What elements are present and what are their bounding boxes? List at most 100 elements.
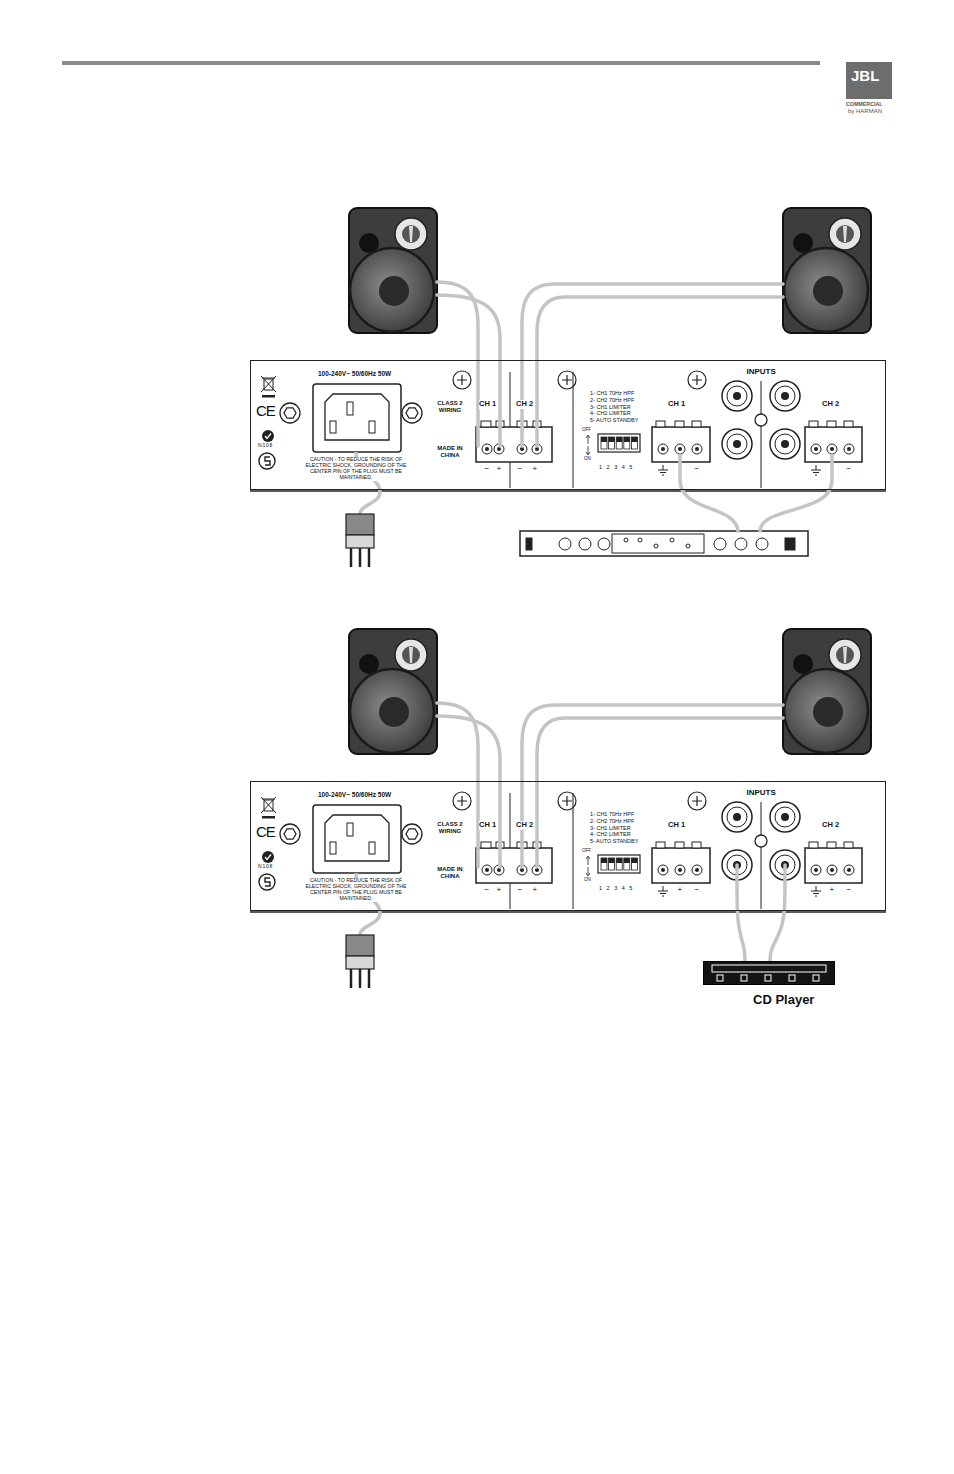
cd-player: CD Player xyxy=(703,961,835,985)
input-wire xyxy=(783,865,787,884)
cd-button xyxy=(741,975,747,981)
node-text: − xyxy=(695,464,700,473)
cd-button xyxy=(765,975,771,981)
node-text: 5- AUTO STANDBY xyxy=(590,417,638,423)
cd-player-face xyxy=(704,962,834,984)
node-text: − xyxy=(485,464,490,473)
node-text: 1 2 3 4 5 xyxy=(599,464,632,470)
node-text: CH 2 xyxy=(822,821,839,830)
node-text: OFF xyxy=(582,427,591,432)
signal-processor xyxy=(520,531,808,556)
node-text: CH 1 xyxy=(479,400,496,409)
signal-processor xyxy=(735,538,747,550)
line-input-connector: CH 1 − xyxy=(650,398,712,475)
node-text: 3- CH1 LIMITER xyxy=(590,404,631,410)
dip-switch-block: 1- CH1 70Hz HPF2- CH2 70Hz HPF3- CH1 LIM… xyxy=(582,811,654,895)
signal-processor xyxy=(624,538,628,542)
label-text: by HARMAN xyxy=(848,108,882,115)
cd-button xyxy=(789,975,795,981)
node-text: + xyxy=(533,885,538,894)
rca-input-jacks: INPUTS xyxy=(717,788,803,884)
node-text: CH 1 xyxy=(479,821,496,830)
speaker-output-connector: CH 1CH 2−+−+ xyxy=(476,821,552,896)
cd-button xyxy=(813,975,819,981)
dip-switch-block: 1- CH1 70Hz HPF2- CH2 70Hz HPF3- CH1 LIM… xyxy=(582,390,654,474)
input-wire xyxy=(760,455,832,531)
node-text: + xyxy=(678,885,683,894)
node-text: − xyxy=(518,464,523,473)
node-text: CH 1 xyxy=(668,821,685,830)
node-text: CH 2 xyxy=(822,400,839,409)
node-text: 2- CH2 70Hz HPF xyxy=(590,818,634,824)
node-text: 4- CH2 LIMITER xyxy=(590,410,631,416)
node-text: CLASS 2 WIRING xyxy=(432,400,468,414)
speaker-output-connector: CH 1CH 2−+−+ xyxy=(476,400,552,475)
label-text: N108 xyxy=(258,443,273,449)
node-text: 4- CH2 LIMITER xyxy=(590,831,631,837)
node-text: CAUTION - TO REDUCE THE RISK OF ELECTRIC… xyxy=(300,878,412,902)
jbl-logo-box xyxy=(846,62,892,99)
amplifier-rear-panel-art xyxy=(250,208,886,567)
node-text: − xyxy=(847,885,852,894)
node-text: + xyxy=(497,885,502,894)
node-text: 5- AUTO STANDBY xyxy=(590,838,638,844)
line-input-connector: CH 2 + − xyxy=(804,819,863,896)
label-text: JBL xyxy=(851,67,879,84)
amplifier-rear-panel-art xyxy=(250,629,886,988)
node-text: + xyxy=(497,464,502,473)
node-text: OFF xyxy=(582,848,591,853)
node-text: CAUTION - TO REDUCE THE RISK OF ELECTRIC… xyxy=(300,457,412,481)
signal-processor xyxy=(670,538,674,542)
node-text: − xyxy=(695,885,700,894)
node-text: INPUTS xyxy=(747,788,776,797)
signal-processor xyxy=(526,538,532,550)
input-wire xyxy=(680,455,832,531)
label-text: N108 xyxy=(258,864,273,870)
rca-input-jacks: INPUTS xyxy=(717,367,803,463)
label-text: CE xyxy=(256,402,275,419)
node-text: CD Player xyxy=(753,993,814,1008)
line-input-connector: CH 1 + − xyxy=(650,819,712,896)
node-text: − xyxy=(518,885,523,894)
signal-processor xyxy=(520,531,808,556)
node-text: 100-240V~ 50/60Hz 50W xyxy=(318,791,391,798)
signal-processor xyxy=(686,544,690,548)
signal-cable xyxy=(737,884,745,961)
node-text: + xyxy=(533,464,538,473)
amp-rear-panel: 100-240V~ 50/60Hz 50W CLASS 2 WIRING MADE … xyxy=(250,781,886,911)
node-text: MADE IN CHINA xyxy=(432,866,468,880)
node-text: 3- CH1 LIMITER xyxy=(590,825,631,831)
line-input-connector: CH 2− xyxy=(804,398,863,475)
signal-processor xyxy=(654,544,658,548)
signal-processor xyxy=(756,538,768,550)
signal-processor xyxy=(598,538,610,550)
node-text: CH 2 xyxy=(516,400,533,409)
node-text: + xyxy=(830,885,835,894)
node-text: ON xyxy=(584,456,591,461)
node-text: 1 2 3 4 5 xyxy=(599,885,632,891)
node-text: CH 1 xyxy=(668,400,685,409)
signal-processor xyxy=(714,538,726,550)
signal-processor xyxy=(638,538,642,542)
label-text: CE xyxy=(256,823,275,840)
signal-cable xyxy=(770,884,785,961)
cd-button xyxy=(717,975,723,981)
node-text: 1- CH1 70Hz HPF xyxy=(590,811,634,817)
cd-tray xyxy=(712,965,826,972)
signal-processor xyxy=(579,538,591,550)
node-text: 100-240V~ 50/60Hz 50W xyxy=(318,370,391,377)
signal-processor xyxy=(559,538,571,550)
node-text: MADE IN CHINA xyxy=(432,445,468,459)
header-rule xyxy=(62,61,820,65)
node-text: INPUTS xyxy=(747,367,776,376)
node-text: CLASS 2 WIRING xyxy=(432,821,468,835)
signal-processor xyxy=(612,534,704,553)
node-text: − xyxy=(485,885,490,894)
signal-processor xyxy=(785,538,795,550)
label-text: COMMERCIAL xyxy=(846,101,883,107)
node-text: CH 2 xyxy=(516,821,533,830)
input-wire xyxy=(680,455,738,531)
